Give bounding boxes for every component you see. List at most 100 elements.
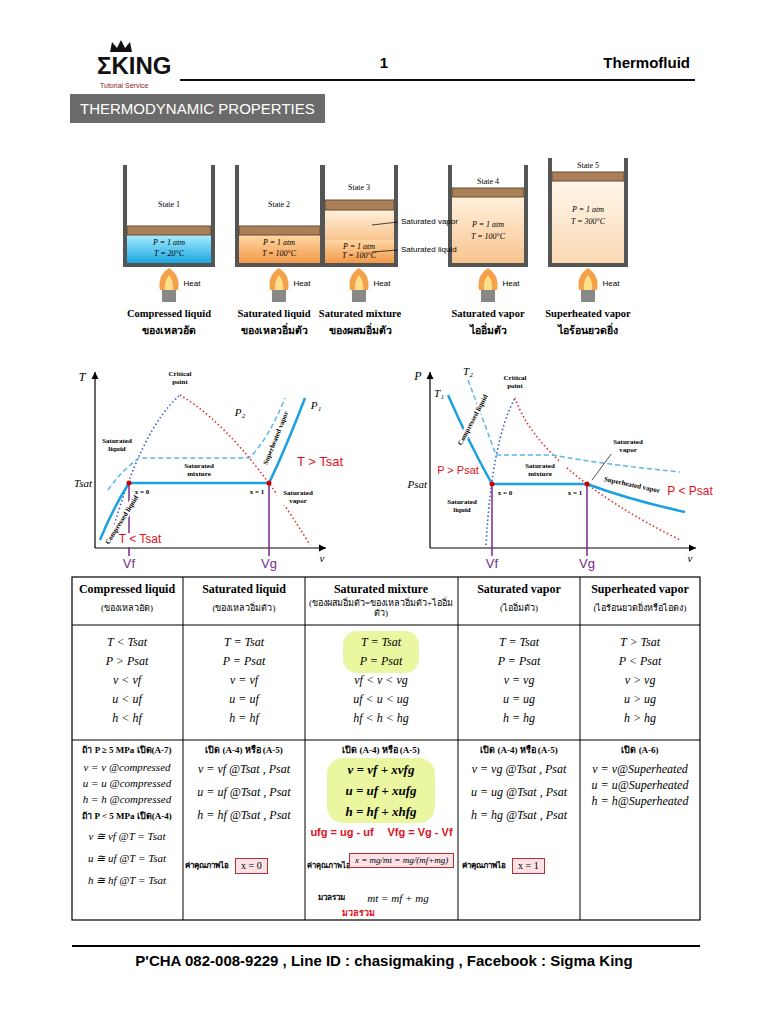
label-text: T₁ — [434, 387, 444, 400]
piston-cylinder: State 1 P = 1 atm T = 20°C Heat — [121, 157, 246, 305]
label-text: u = uf @Tsat , Psat — [197, 786, 290, 800]
label-text: Vfg = Vg - Vf — [387, 826, 452, 839]
label-text: ค่าคุณภาพไอ — [307, 862, 351, 871]
label-text: T = Tsat — [499, 636, 539, 650]
piston-cylinders-part — [478, 268, 497, 302]
label-text: ufg = ug - uf — [310, 826, 373, 839]
piston-cylinder: State 4P = 1 atmT = 100°CHeat — [446, 157, 556, 305]
quality-box: x = 1 — [512, 858, 545, 874]
state-text: T = 100°C — [342, 251, 376, 260]
quality-text: x = mg/mt = mg/(mf+mg) — [355, 855, 448, 865]
label-text: Saturated mixture — [173, 462, 225, 478]
state-text: P = 1 atm — [153, 238, 185, 247]
label-text: Saturated liquid — [98, 437, 136, 453]
piston-cylinders-part — [372, 222, 398, 252]
label-text: v = v@Superheated — [592, 763, 688, 777]
label-text: h = hg @Tsat , Psat — [471, 809, 567, 823]
piston-cylinders-part — [237, 165, 322, 265]
label-text: ของเหลวอัด — [142, 325, 196, 337]
label-text: h ≅ hf @T = Tsat — [88, 874, 166, 887]
table-grid-part — [327, 758, 435, 823]
label-text: v > vg — [625, 674, 656, 688]
state-text: T = 100°C — [262, 249, 296, 258]
quality-box: x = mg/mt = mg/(mf+mg) — [349, 853, 454, 868]
label-text: v < vf — [113, 674, 141, 688]
label-text: Tutorial Service — [100, 82, 148, 90]
label-text: x = 0 — [497, 489, 514, 497]
label-text: Saturated liquid — [202, 583, 286, 597]
state-text: State 1 — [158, 200, 180, 209]
piston-cylinders-part — [325, 210, 394, 240]
label-text: Saturated vapor — [477, 583, 561, 597]
label-text: P > Psat — [106, 655, 149, 669]
state-text: P = 1 atm — [263, 238, 295, 247]
piston-cylinders-part — [239, 226, 320, 235]
label-text: ของผสมอิ่มตัว — [329, 325, 392, 337]
p-v-chart-part — [490, 482, 495, 487]
state-text: Heat — [374, 279, 391, 288]
p-v-chart-part — [585, 482, 590, 487]
label-text: Compressed liquid — [79, 583, 175, 597]
piston-cylinder: State 5P = 1 atmT = 300°CHeat — [546, 153, 656, 305]
label-text: ถ้า P < 5 MPa เปิด(A-4) — [82, 811, 171, 821]
piston-cylinder: State 2P = 1 atmT = 100°CHeat — [233, 157, 353, 305]
piston-cylinders-part — [269, 268, 288, 302]
label-text: v = vf @Tsat , Psat — [198, 763, 290, 777]
label-text: P < Psat — [666, 485, 713, 499]
header-decor-part — [180, 79, 695, 81]
state-text: Heat — [184, 279, 201, 288]
label-text: (ของผสมอิ่มตัว=ของเหลวอิ่มตัว+ไออิ่มตัว) — [308, 598, 454, 619]
label-text: ค่าคุณภาพไอ — [462, 861, 506, 870]
label-text: Saturated liquid — [441, 498, 483, 514]
label-text: v = v @compressed — [83, 761, 170, 774]
label-text: T > Tsat — [297, 455, 343, 470]
label-text: ไออิ่มตัว — [470, 325, 507, 337]
label-text: h = hg — [503, 712, 535, 726]
piston-cylinders-part — [127, 235, 211, 263]
label-text: เปิด (A-6) — [621, 745, 658, 755]
label-text: T = Tsat — [224, 636, 264, 650]
label-text: ไอร้อนยวดยิ่ง — [558, 325, 618, 337]
state-text: Heat — [503, 279, 520, 288]
label-text: u = ug @Tsat , Psat — [471, 786, 567, 800]
label-text: h > hg — [624, 712, 656, 726]
piston-cylinders-part — [349, 268, 368, 302]
t-v-chart-part — [267, 481, 272, 486]
quality-text: x = 1 — [518, 860, 539, 871]
label-text: Critical point — [159, 370, 201, 386]
label-text: Superheated vapor — [591, 583, 689, 597]
piston-cylinders-part — [552, 181, 624, 263]
piston-cylinders-part — [125, 165, 213, 265]
label-text: T > Tsat — [620, 636, 660, 650]
header-decor — [110, 40, 695, 80]
label-text: vf < v < vg — [354, 674, 408, 688]
label-text: h = h @compressed — [83, 793, 171, 806]
piston-cylinders-part — [552, 172, 624, 181]
t-v-chart-part — [94, 372, 95, 548]
piston-cylinders-part — [450, 165, 526, 265]
label-text: Critical point — [494, 374, 536, 390]
state-text: State 3 — [348, 183, 370, 192]
piston-cylinders-part — [452, 188, 524, 197]
label-text: ค่าคุณภาพไอ — [185, 861, 229, 870]
piston-cylinders-part — [578, 268, 597, 302]
label-text: ΣKING — [97, 52, 171, 80]
state-text: T = 20°C — [154, 249, 184, 258]
label-text: T < Tsat — [118, 533, 163, 547]
label-text: เปิด (A-4) หรือ (A-5) — [205, 745, 283, 755]
footer-rule — [72, 946, 700, 947]
footer-rule-part — [72, 945, 700, 947]
label-text: Saturated mixture — [514, 462, 566, 478]
label-text: P < Psat — [619, 655, 662, 669]
label-text: u = uf + xufg — [345, 784, 416, 799]
p-v-chart — [430, 372, 696, 556]
table-grid-part — [343, 631, 419, 673]
label-text: มวลรวม — [318, 893, 345, 902]
label-text: (ของเหลวอิ่มตัว) — [171, 603, 317, 613]
label-text: u = u@Superheated — [592, 779, 689, 793]
label-text: uf < u < ug — [353, 693, 409, 707]
label-text: h = h@Superheated — [592, 795, 689, 809]
table-grid-part — [72, 577, 700, 920]
label-text: P₁ — [311, 399, 322, 412]
